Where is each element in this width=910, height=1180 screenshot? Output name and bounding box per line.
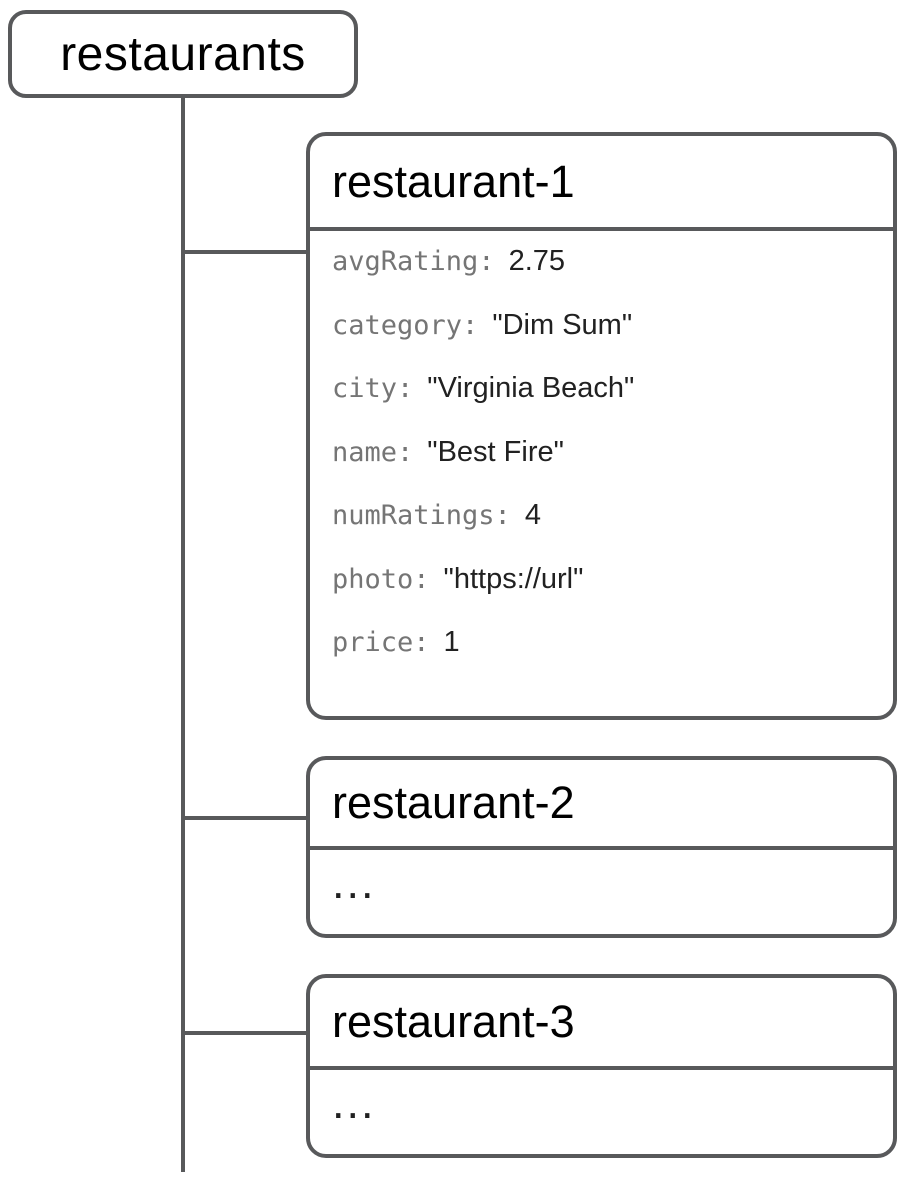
field-key: category: bbox=[332, 309, 479, 341]
ellipsis-text: ... bbox=[332, 1077, 376, 1128]
document-header: restaurant-2 bbox=[310, 760, 893, 850]
field-key: avgRating: bbox=[332, 246, 495, 277]
field-value: "Dim Sum" bbox=[492, 308, 633, 341]
field-row-photo: photo: "https://url" bbox=[332, 563, 873, 627]
document-body-collapsed: ... bbox=[310, 1070, 893, 1128]
field-row-name: name: "Best Fire" bbox=[332, 436, 873, 500]
collection-label: restaurants bbox=[60, 27, 306, 81]
document-title: restaurant-1 bbox=[332, 155, 575, 207]
field-value: 2.75 bbox=[508, 245, 566, 277]
field-value: "https://url" bbox=[443, 562, 584, 595]
field-key: photo: bbox=[332, 563, 430, 595]
connector-line-restaurant-2 bbox=[181, 816, 306, 820]
document-header: restaurant-3 bbox=[310, 978, 893, 1070]
field-key: city: bbox=[332, 373, 414, 404]
field-value: 1 bbox=[443, 626, 460, 658]
document-title: restaurant-2 bbox=[332, 777, 575, 828]
document-header: restaurant-1 bbox=[310, 136, 893, 231]
field-row-price: price: 1 bbox=[332, 626, 873, 690]
document-node-restaurant-1: restaurant-1 avgRating: 2.75 category: "… bbox=[306, 132, 897, 720]
field-key: name: bbox=[332, 436, 414, 468]
tree-trunk-line bbox=[181, 98, 185, 1172]
field-value: "Virginia Beach" bbox=[427, 372, 635, 404]
collection-node-restaurants: restaurants bbox=[8, 10, 358, 98]
field-key: numRatings: bbox=[332, 500, 511, 531]
field-row-avgRating: avgRating: 2.75 bbox=[332, 245, 873, 309]
field-row-numRatings: numRatings: 4 bbox=[332, 499, 873, 563]
connector-line-restaurant-3 bbox=[181, 1031, 306, 1035]
document-body-collapsed: ... bbox=[310, 850, 893, 908]
field-key: price: bbox=[332, 627, 430, 658]
document-node-restaurant-2: restaurant-2 ... bbox=[306, 756, 897, 938]
field-value: 4 bbox=[524, 499, 541, 531]
document-node-restaurant-3: restaurant-3 ... bbox=[306, 974, 897, 1158]
document-fields: avgRating: 2.75 category: "Dim Sum" city… bbox=[310, 231, 893, 690]
field-row-city: city: "Virginia Beach" bbox=[332, 372, 873, 436]
field-value: "Best Fire" bbox=[427, 435, 564, 468]
connector-line-restaurant-1 bbox=[181, 250, 306, 254]
document-title: restaurant-3 bbox=[332, 996, 575, 1047]
ellipsis-text: ... bbox=[332, 857, 376, 908]
field-row-category: category: "Dim Sum" bbox=[332, 309, 873, 373]
